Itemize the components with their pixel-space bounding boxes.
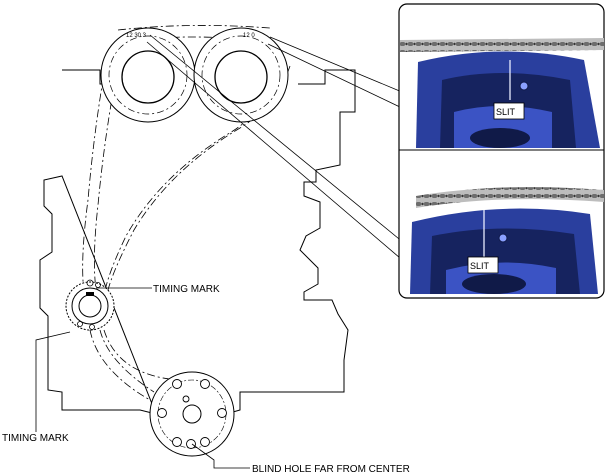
- label-leaders: [35, 287, 250, 469]
- detail-callout-panel: SLIT SLIT: [398, 3, 605, 299]
- cam-left-marks: 12 30 3: [126, 33, 147, 39]
- timing-mark-crank-label: TIMING MARK: [153, 284, 220, 295]
- exhaust-cam-sprocket: 12 0: [193, 27, 289, 123]
- slit-label-bottom: SLIT: [470, 261, 490, 271]
- detail-top-sprocket: SLIT: [400, 38, 604, 148]
- cam-right-marks: 12 0: [243, 33, 255, 39]
- detail-bottom-sprocket: SLIT: [410, 187, 604, 294]
- pump-sprocket: [149, 371, 235, 457]
- crankshaft-sprocket: [65, 279, 115, 331]
- engine-block-outline: [39, 69, 356, 415]
- slit-label-top: SLIT: [496, 107, 516, 117]
- timing-mark-lower-label: TIMING MARK: [2, 433, 69, 444]
- callout-leaders: [146, 34, 405, 259]
- blind-hole-label: BLIND HOLE FAR FROM CENTER: [252, 464, 410, 475]
- intake-cam-sprocket: 12 30 3: [100, 27, 196, 123]
